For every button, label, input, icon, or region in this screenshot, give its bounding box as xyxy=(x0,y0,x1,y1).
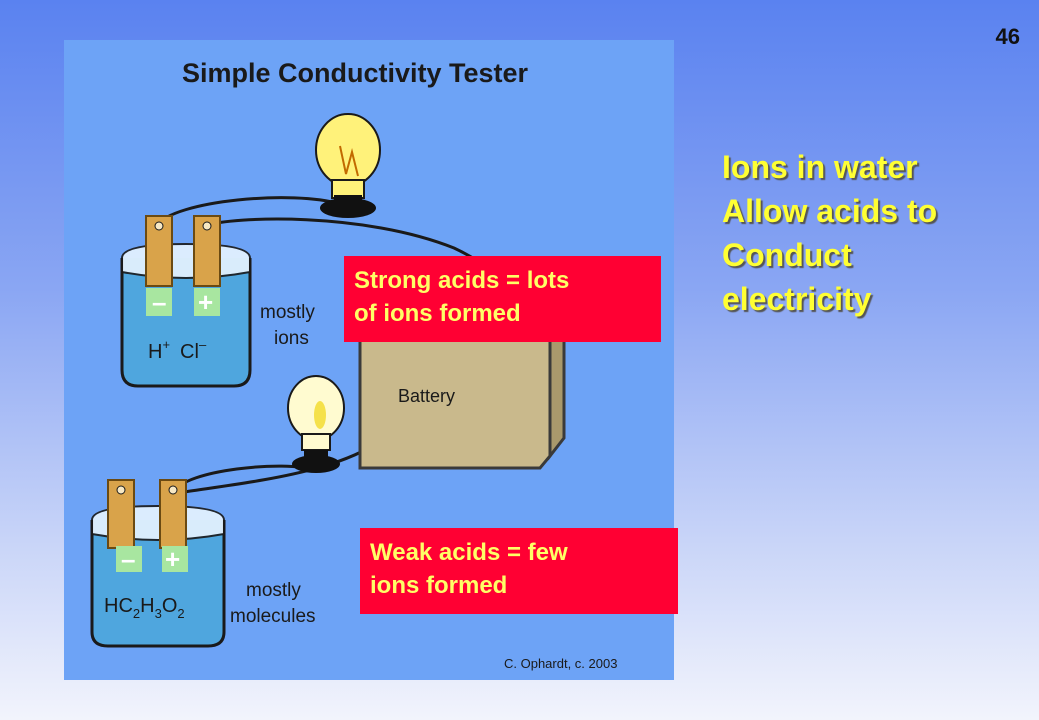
figure-title: Simple Conductivity Tester xyxy=(182,58,529,88)
top-minus-sign: – xyxy=(152,287,166,317)
top-label-line2: ions xyxy=(274,328,309,349)
top-beaker xyxy=(120,215,252,388)
side-note: Ions in water Allow acids to Conduct ele… xyxy=(722,145,1022,321)
bottom-label-line2: molecules xyxy=(230,606,316,627)
battery-label: Battery xyxy=(398,386,455,406)
bottom-light-bulb-icon xyxy=(287,375,345,473)
strong-acids-callout: Strong acids = lots of ions formed xyxy=(344,256,661,342)
figure-credit: C. Ophardt, c. 2003 xyxy=(504,656,617,671)
bottom-formula: HC2H3O2 xyxy=(104,595,185,621)
bottom-plus-sign: + xyxy=(165,544,180,574)
side-note-line1: Ions in water xyxy=(722,149,918,185)
weak-callout-line1: Weak acids = few xyxy=(370,539,568,566)
top-label-line1: mostly xyxy=(260,302,315,323)
slide-number: 46 xyxy=(995,24,1020,49)
bottom-label-line1: mostly xyxy=(246,580,301,601)
top-plus-sign: + xyxy=(198,287,213,317)
side-note-line3: Conduct xyxy=(722,237,852,273)
weak-callout-line2: ions formed xyxy=(370,572,508,599)
strong-callout-line2: of ions formed xyxy=(354,300,521,327)
bottom-beaker xyxy=(90,479,226,648)
strong-callout-line1: Strong acids = lots xyxy=(354,267,570,294)
top-light-bulb-icon xyxy=(315,113,381,218)
weak-acids-callout: Weak acids = few ions formed xyxy=(360,528,678,614)
side-note-line2: Allow acids to xyxy=(722,193,938,229)
side-note-line4: electricity xyxy=(722,281,872,317)
top-formula: H+Cl– xyxy=(148,337,207,363)
bottom-minus-sign: – xyxy=(121,544,135,574)
